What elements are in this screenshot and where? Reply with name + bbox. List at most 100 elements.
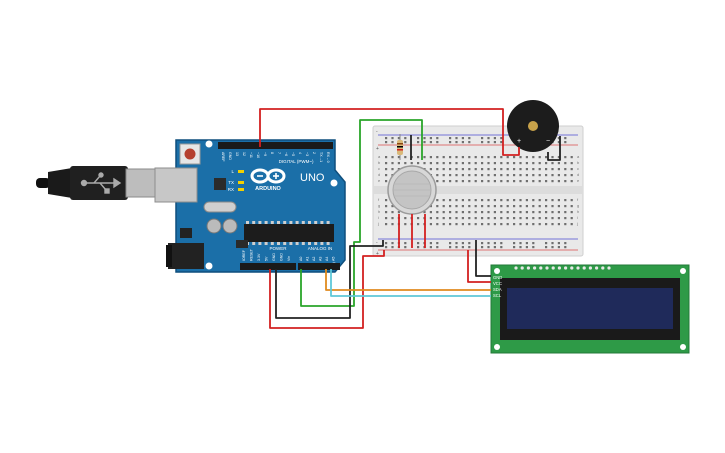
breadboard-hole xyxy=(519,174,522,177)
breadboard-hole xyxy=(532,168,535,171)
wire-sensor-analog[interactable] xyxy=(300,119,423,307)
row-letter: a xyxy=(378,154,381,159)
breadboard-hole xyxy=(461,137,464,140)
breadboard-hole xyxy=(474,223,477,226)
breadboard-hole xyxy=(551,223,554,226)
breadboard-hole xyxy=(461,141,464,144)
breadboard-hole xyxy=(532,162,535,165)
breadboard-hole xyxy=(519,199,522,202)
breadboard-hole xyxy=(493,217,496,220)
breadboard-hole xyxy=(481,205,484,208)
power-pin-label: 3.3V xyxy=(257,253,261,261)
breadboard-hole xyxy=(474,217,477,220)
breadboard-hole xyxy=(506,174,509,177)
resistor[interactable] xyxy=(397,134,403,160)
breadboard-hole xyxy=(513,162,516,165)
usb-cable-end xyxy=(36,178,50,188)
breadboard-hole xyxy=(557,168,560,171)
breadboard-hole xyxy=(564,156,567,159)
breadboard-hole xyxy=(449,162,452,165)
row-letter: g xyxy=(577,203,579,208)
breadboard-hole xyxy=(500,168,503,171)
breadboard-hole xyxy=(455,205,458,208)
breadboard-hole xyxy=(519,217,522,220)
power-pin-label: IOREF xyxy=(242,249,246,261)
analog-header-label: ANALOG IN xyxy=(308,246,333,251)
digital-pin-label: 2 xyxy=(312,152,316,154)
power-pin-label: Vin xyxy=(287,256,291,261)
row-letter: f xyxy=(577,197,579,202)
power-header[interactable] xyxy=(240,263,296,270)
wire-lcd-vcc[interactable] xyxy=(467,250,491,283)
breadboard-hole xyxy=(468,223,471,226)
breadboard-hole xyxy=(461,162,464,165)
chip-pin xyxy=(301,242,305,245)
analog-pin-label: A2 xyxy=(312,257,316,261)
breadboard-hole xyxy=(538,205,541,208)
analog-header[interactable] xyxy=(298,263,340,270)
breadboard-hole xyxy=(436,180,439,183)
chip-pin xyxy=(314,221,318,224)
breadboard-hole xyxy=(468,246,471,249)
analog-pin-label: A5 xyxy=(332,257,336,261)
breadboard-hole xyxy=(513,156,516,159)
lcd-mount-hole xyxy=(680,268,686,274)
digital-pin-label: ~3 xyxy=(305,152,309,156)
breadboard-hole xyxy=(461,168,464,171)
breadboard-hole xyxy=(545,199,548,202)
breadboard-hole xyxy=(513,168,516,171)
breadboard-hole xyxy=(545,223,548,226)
breadboard-hole xyxy=(525,223,528,226)
breadboard-hole xyxy=(481,141,484,144)
crystal xyxy=(203,201,237,213)
breadboard-hole xyxy=(449,137,452,140)
breadboard-hole xyxy=(551,180,554,183)
reset-button-cap[interactable] xyxy=(184,148,196,160)
rail-plus-label: + xyxy=(376,146,379,152)
breadboard-hole xyxy=(429,211,432,214)
wire-lcd-sda[interactable] xyxy=(325,269,491,291)
breadboard-hole xyxy=(525,217,528,220)
row-letter: j xyxy=(377,221,379,226)
wire-buzzer-gnd[interactable] xyxy=(547,136,561,161)
breadboard-hole xyxy=(538,211,541,214)
digital-pin-label: ~10 xyxy=(256,152,260,158)
breadboard-hole xyxy=(391,137,394,140)
breadboard-hole xyxy=(449,246,452,249)
breadboard-hole xyxy=(487,168,490,171)
breadboard-hole xyxy=(461,180,464,183)
breadboard-hole xyxy=(474,211,477,214)
breadboard-hole xyxy=(487,246,490,249)
breadboard-hole xyxy=(436,205,439,208)
breadboard-hole xyxy=(538,180,541,183)
piezo-buzzer[interactable]: + − xyxy=(507,100,559,152)
breadboard-hole xyxy=(519,205,522,208)
atmega-pins xyxy=(246,221,330,245)
led-label-l: L xyxy=(231,169,234,174)
digital-pin-label: 4 xyxy=(298,152,302,154)
status-leds: L TX RX xyxy=(228,169,244,192)
breadboard-hole xyxy=(468,205,471,208)
chip-pin xyxy=(258,242,262,245)
breadboard-hole xyxy=(455,174,458,177)
led-label-tx: TX xyxy=(228,180,234,185)
digital-header[interactable] xyxy=(218,142,333,149)
breadboard-hole xyxy=(481,211,484,214)
wire-5v[interactable] xyxy=(269,250,385,329)
digital-pin-label: 12 xyxy=(242,152,246,156)
wire-lcd-gnd[interactable] xyxy=(475,240,491,277)
wire-buzzer-signal[interactable] xyxy=(259,108,520,156)
breadboard-hole xyxy=(461,217,464,220)
breadboard-hole xyxy=(455,217,458,220)
breadboard-hole xyxy=(487,156,490,159)
breadboard-hole xyxy=(564,242,567,245)
wire-lcd-scl[interactable] xyxy=(330,269,491,297)
breadboard-hole xyxy=(429,141,432,144)
breadboard-hole xyxy=(532,246,535,249)
gas-sensor[interactable] xyxy=(387,165,437,215)
breadboard-hole xyxy=(493,205,496,208)
wire-gnd[interactable] xyxy=(275,240,384,319)
